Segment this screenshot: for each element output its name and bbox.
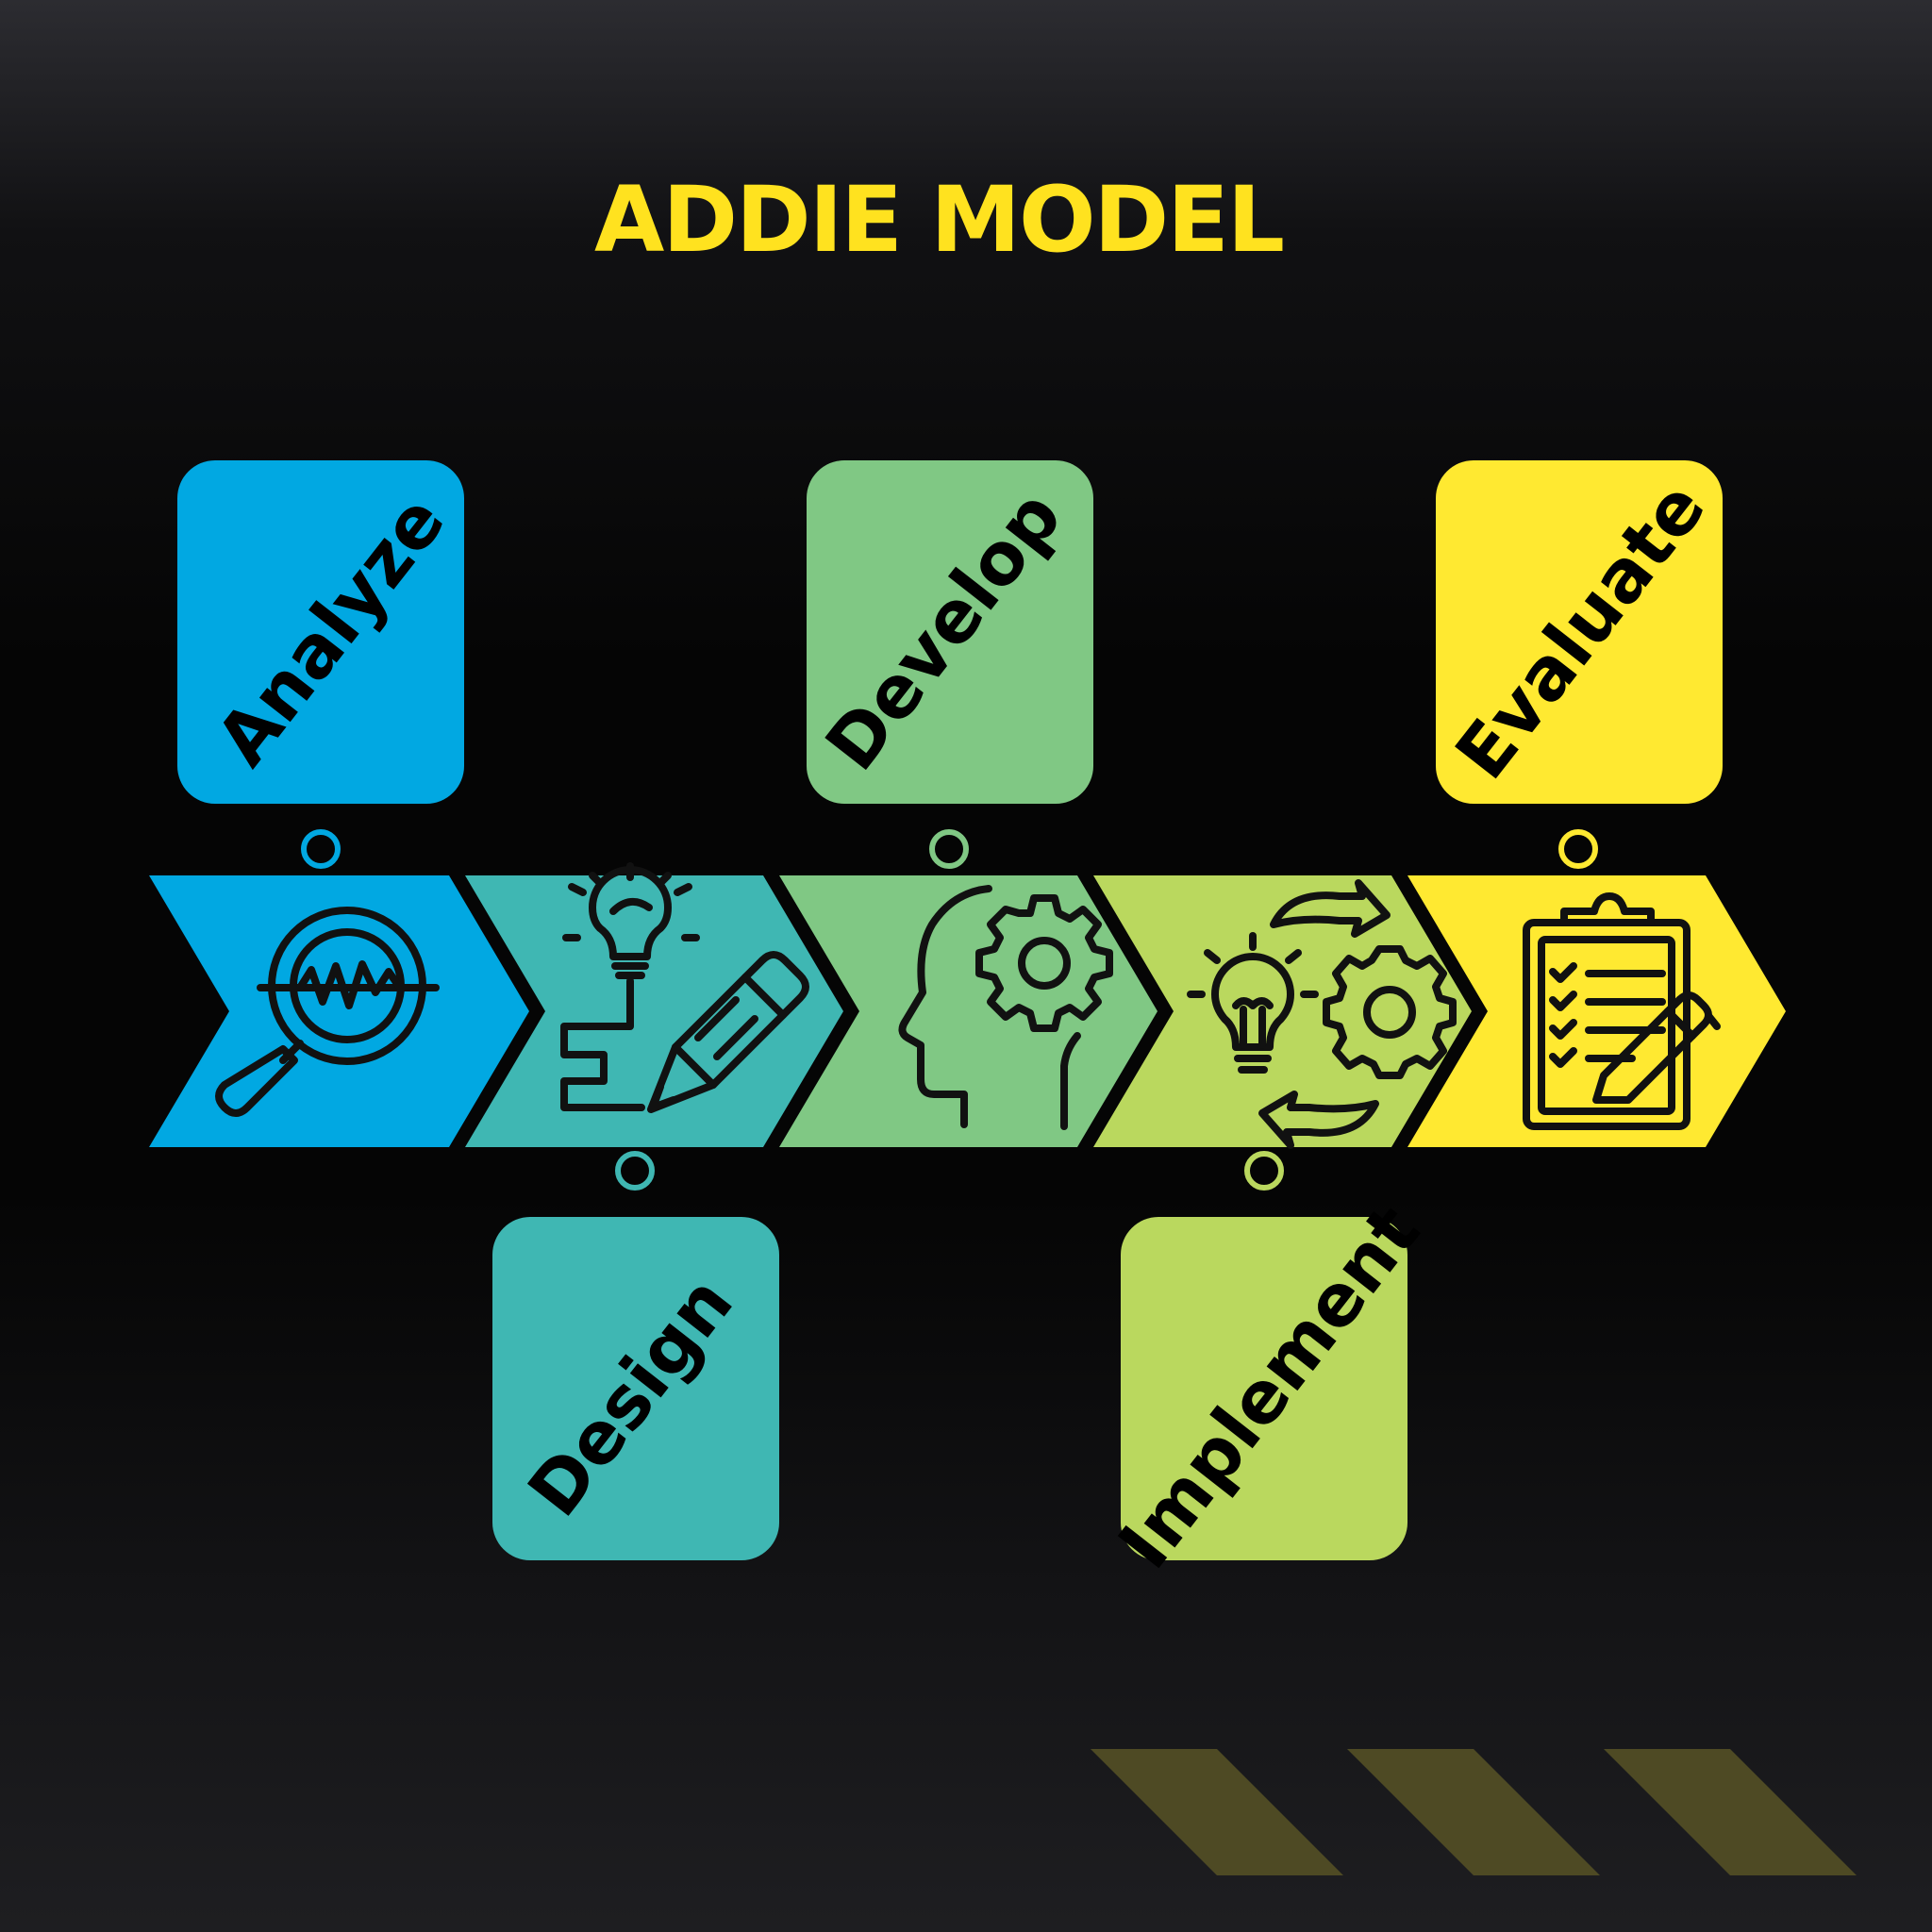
connector-dot-evaluate [1558,829,1598,869]
chevron-row [149,875,1786,1147]
card-develop: Develop [807,460,1093,804]
card-evaluate: Evaluate [1436,460,1723,804]
connector-dot-analyze [301,829,341,869]
diagram-title: ADDIE MODEL [594,167,1285,273]
card-implement: Implement [1102,1190,1436,1584]
connector-circles [301,829,1598,1191]
decorative-stripes [1091,1749,1857,1875]
head-gear-icon [898,885,1113,1130]
connector-dot-design [615,1151,655,1191]
lightbulb-gear-cycle-icon [1187,879,1457,1149]
chevron-analyze [149,875,529,1147]
clipboard-checklist-icon [1523,892,1721,1130]
card-design: Design [492,1217,779,1560]
lightbulb-pencil-icon [560,862,809,1113]
chevron-design [465,875,843,1147]
card-analyze: Analyze [177,460,464,804]
chevron-evaluate [1407,875,1786,1147]
magnifier-chart-icon [215,907,440,1117]
connector-dot-implement [1244,1151,1284,1191]
connector-dot-develop [929,829,969,869]
